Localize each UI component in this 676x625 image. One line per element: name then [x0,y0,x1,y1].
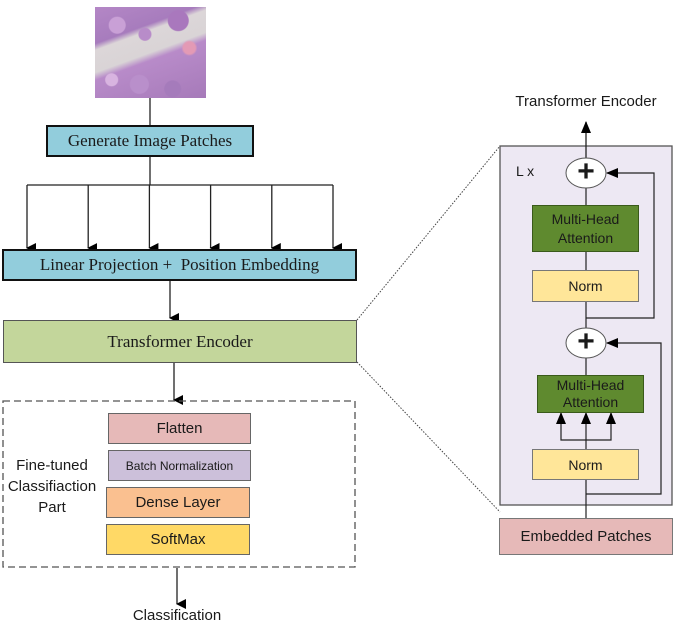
transformer-encoder-label: Transformer Encoder [107,331,253,351]
dense-layer-label: Dense Layer [135,494,221,511]
upper-norm: Norm [532,270,639,302]
lower-qkv-arrow-right [586,412,616,441]
softmax-layer: SoftMax [106,524,250,555]
upper-multi-head-attention: Multi-Head Attention [532,205,639,252]
classification-title-line-1: Fine-tuned [16,457,88,474]
classification-output-label: Classification [132,607,222,624]
upper-attention-line-2: Attention [557,229,614,246]
lower-attention-line-2: Attention [562,394,619,410]
classification-title-line-3: Part [38,499,66,516]
zoom-line-bottom [356,361,501,513]
lower-norm-label: Norm [568,456,603,473]
classification-part-title: Fine-tuned Classifiaction Part [4,455,100,518]
lower-norm: Norm [532,449,639,480]
softmax-label: SoftMax [150,531,206,548]
lower-add-symbol: + [577,325,595,358]
repeat-label: L x [516,163,535,179]
encoder-detail-title: Transformer Encoder [515,93,657,110]
lower-qkv-arrow-left [556,412,586,441]
lower-residual-arrow [586,338,662,495]
lower-multi-head-attention: Multi-Head Attention [537,375,644,413]
classification-part-container [2,400,356,568]
input-tissue-image [95,7,206,98]
lower-add-node [565,327,607,359]
lower-attention-line-1: Multi-Head [556,377,625,393]
zoom-line-top [356,145,501,321]
upper-residual-arrow [586,168,655,319]
embedded-patches-label: Embedded Patches [520,528,652,545]
upper-attention-line-1: Multi-Head [551,210,620,227]
linear-projection-box: Linear Projection + Position Embedding [2,249,357,281]
batch-normalization-layer: Batch Normalization [108,450,251,481]
linear-projection-label: Linear Projection + Position Embedding [39,255,320,274]
classification-title-line-2: Classifiaction [7,478,97,495]
embedded-patches-box: Embedded Patches [499,518,673,555]
upper-add-node [565,157,607,189]
batch-normalization-label: Batch Normalization [125,458,234,473]
patch-arrows [26,185,342,253]
upper-add-symbol: + [577,155,595,188]
flatten-label: Flatten [156,420,203,437]
flatten-layer: Flatten [108,413,251,444]
upper-norm-label: Norm [568,278,603,294]
transformer-encoder-box: Transformer Encoder [3,320,357,363]
generate-image-patches-label: Generate Image Patches [67,131,233,150]
generate-image-patches-box: Generate Image Patches [46,125,254,157]
dense-layer: Dense Layer [106,487,250,518]
